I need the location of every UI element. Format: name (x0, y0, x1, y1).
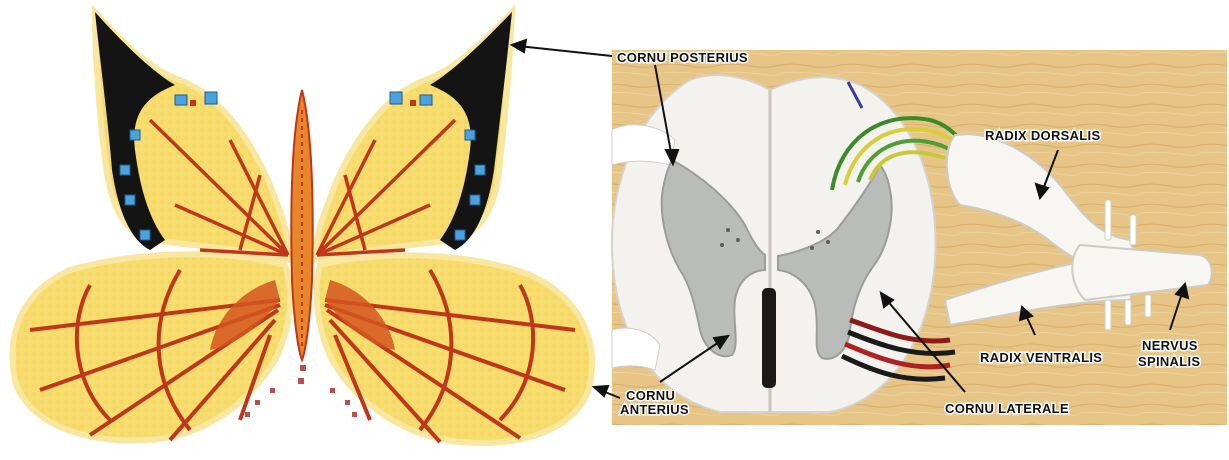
label-nervus: NERVUS (1142, 338, 1198, 353)
label-cornu-posterius: CORNU POSTERIUS (617, 50, 748, 65)
butterfly-illustration (12, 12, 592, 443)
label-cornu: CORNU (626, 388, 675, 403)
label-anterius: ANTERIUS (620, 402, 689, 417)
spinal-cord-model (612, 50, 1227, 425)
label-cornu-laterale: CORNU LATERALE (945, 401, 1069, 416)
anterior-fissure (762, 288, 776, 388)
label-spinalis: SPINALIS (1138, 354, 1200, 369)
label-radix-ventralis: RADIX VENTRALIS (980, 350, 1102, 365)
label-radix-dorsalis: RADIX DORSALIS (985, 128, 1100, 143)
